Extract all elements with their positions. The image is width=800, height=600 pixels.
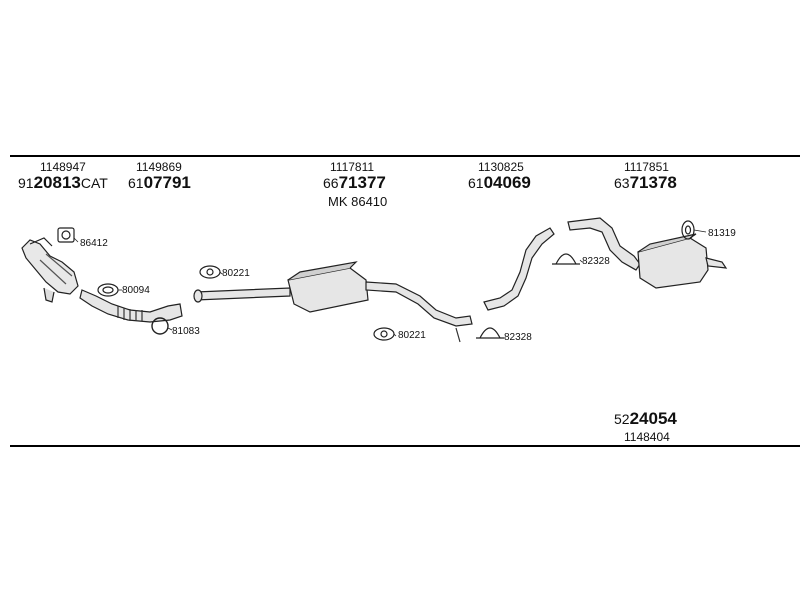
oe-number: 1130825 (478, 160, 524, 174)
clamp-82328-b (552, 253, 580, 265)
code-prefix: 66 (323, 175, 339, 191)
gasket-86412 (57, 227, 75, 243)
mk-kit-label: MK 86410 (328, 194, 388, 209)
ring-81083 (151, 317, 169, 335)
oe-number: 1149869 (136, 160, 182, 174)
code-main: 20813 (33, 173, 81, 192)
label-86412: 86412 (80, 238, 108, 249)
code-prefix: 61 (468, 175, 484, 191)
gasket-80094 (97, 283, 119, 297)
part-code: 6107791 (128, 174, 191, 193)
part-code: 6671377 (323, 174, 386, 193)
part-code: 6371378 (614, 174, 677, 193)
oe-number: 1117811 (330, 160, 375, 174)
front-flex-pipe (79, 289, 183, 323)
oe-number: 1148404 (624, 430, 670, 444)
rear-muffler (567, 217, 728, 289)
label-81319: 81319 (708, 228, 736, 239)
oe-number: 1117851 (624, 160, 669, 174)
label-80094: 80094 (122, 285, 150, 296)
code-main: 71377 (338, 173, 386, 192)
label-80221-a: 80221 (222, 268, 250, 279)
label-82328-b: 82328 (582, 256, 610, 267)
label-82328-a: 82328 (504, 332, 532, 343)
label-81083: 81083 (172, 326, 200, 337)
intermediate-pipe (483, 227, 555, 311)
leader-lines (73, 229, 707, 337)
code-prefix: 52 (614, 411, 630, 427)
catalytic-converter (21, 237, 79, 303)
gasket-80221-b (373, 327, 395, 341)
code-prefix: 91 (18, 175, 34, 191)
part-code: 5224054 (614, 410, 677, 429)
part-code: 9120813CAT (18, 174, 108, 193)
code-main: 07791 (143, 173, 191, 192)
gasket-80221-a (199, 265, 221, 279)
code-main: 04069 (483, 173, 531, 192)
clamp-82328-a (476, 327, 504, 339)
code-main: 71378 (629, 173, 677, 192)
part-code: 6104069 (468, 174, 531, 193)
code-main: 24054 (629, 409, 677, 428)
code-prefix: 61 (128, 175, 144, 191)
label-80221-b: 80221 (398, 330, 426, 341)
oe-number: 1148947 (40, 160, 86, 174)
code-prefix: 63 (614, 175, 630, 191)
code-suffix: CAT (80, 175, 108, 191)
center-pipe-assembly (193, 261, 473, 343)
